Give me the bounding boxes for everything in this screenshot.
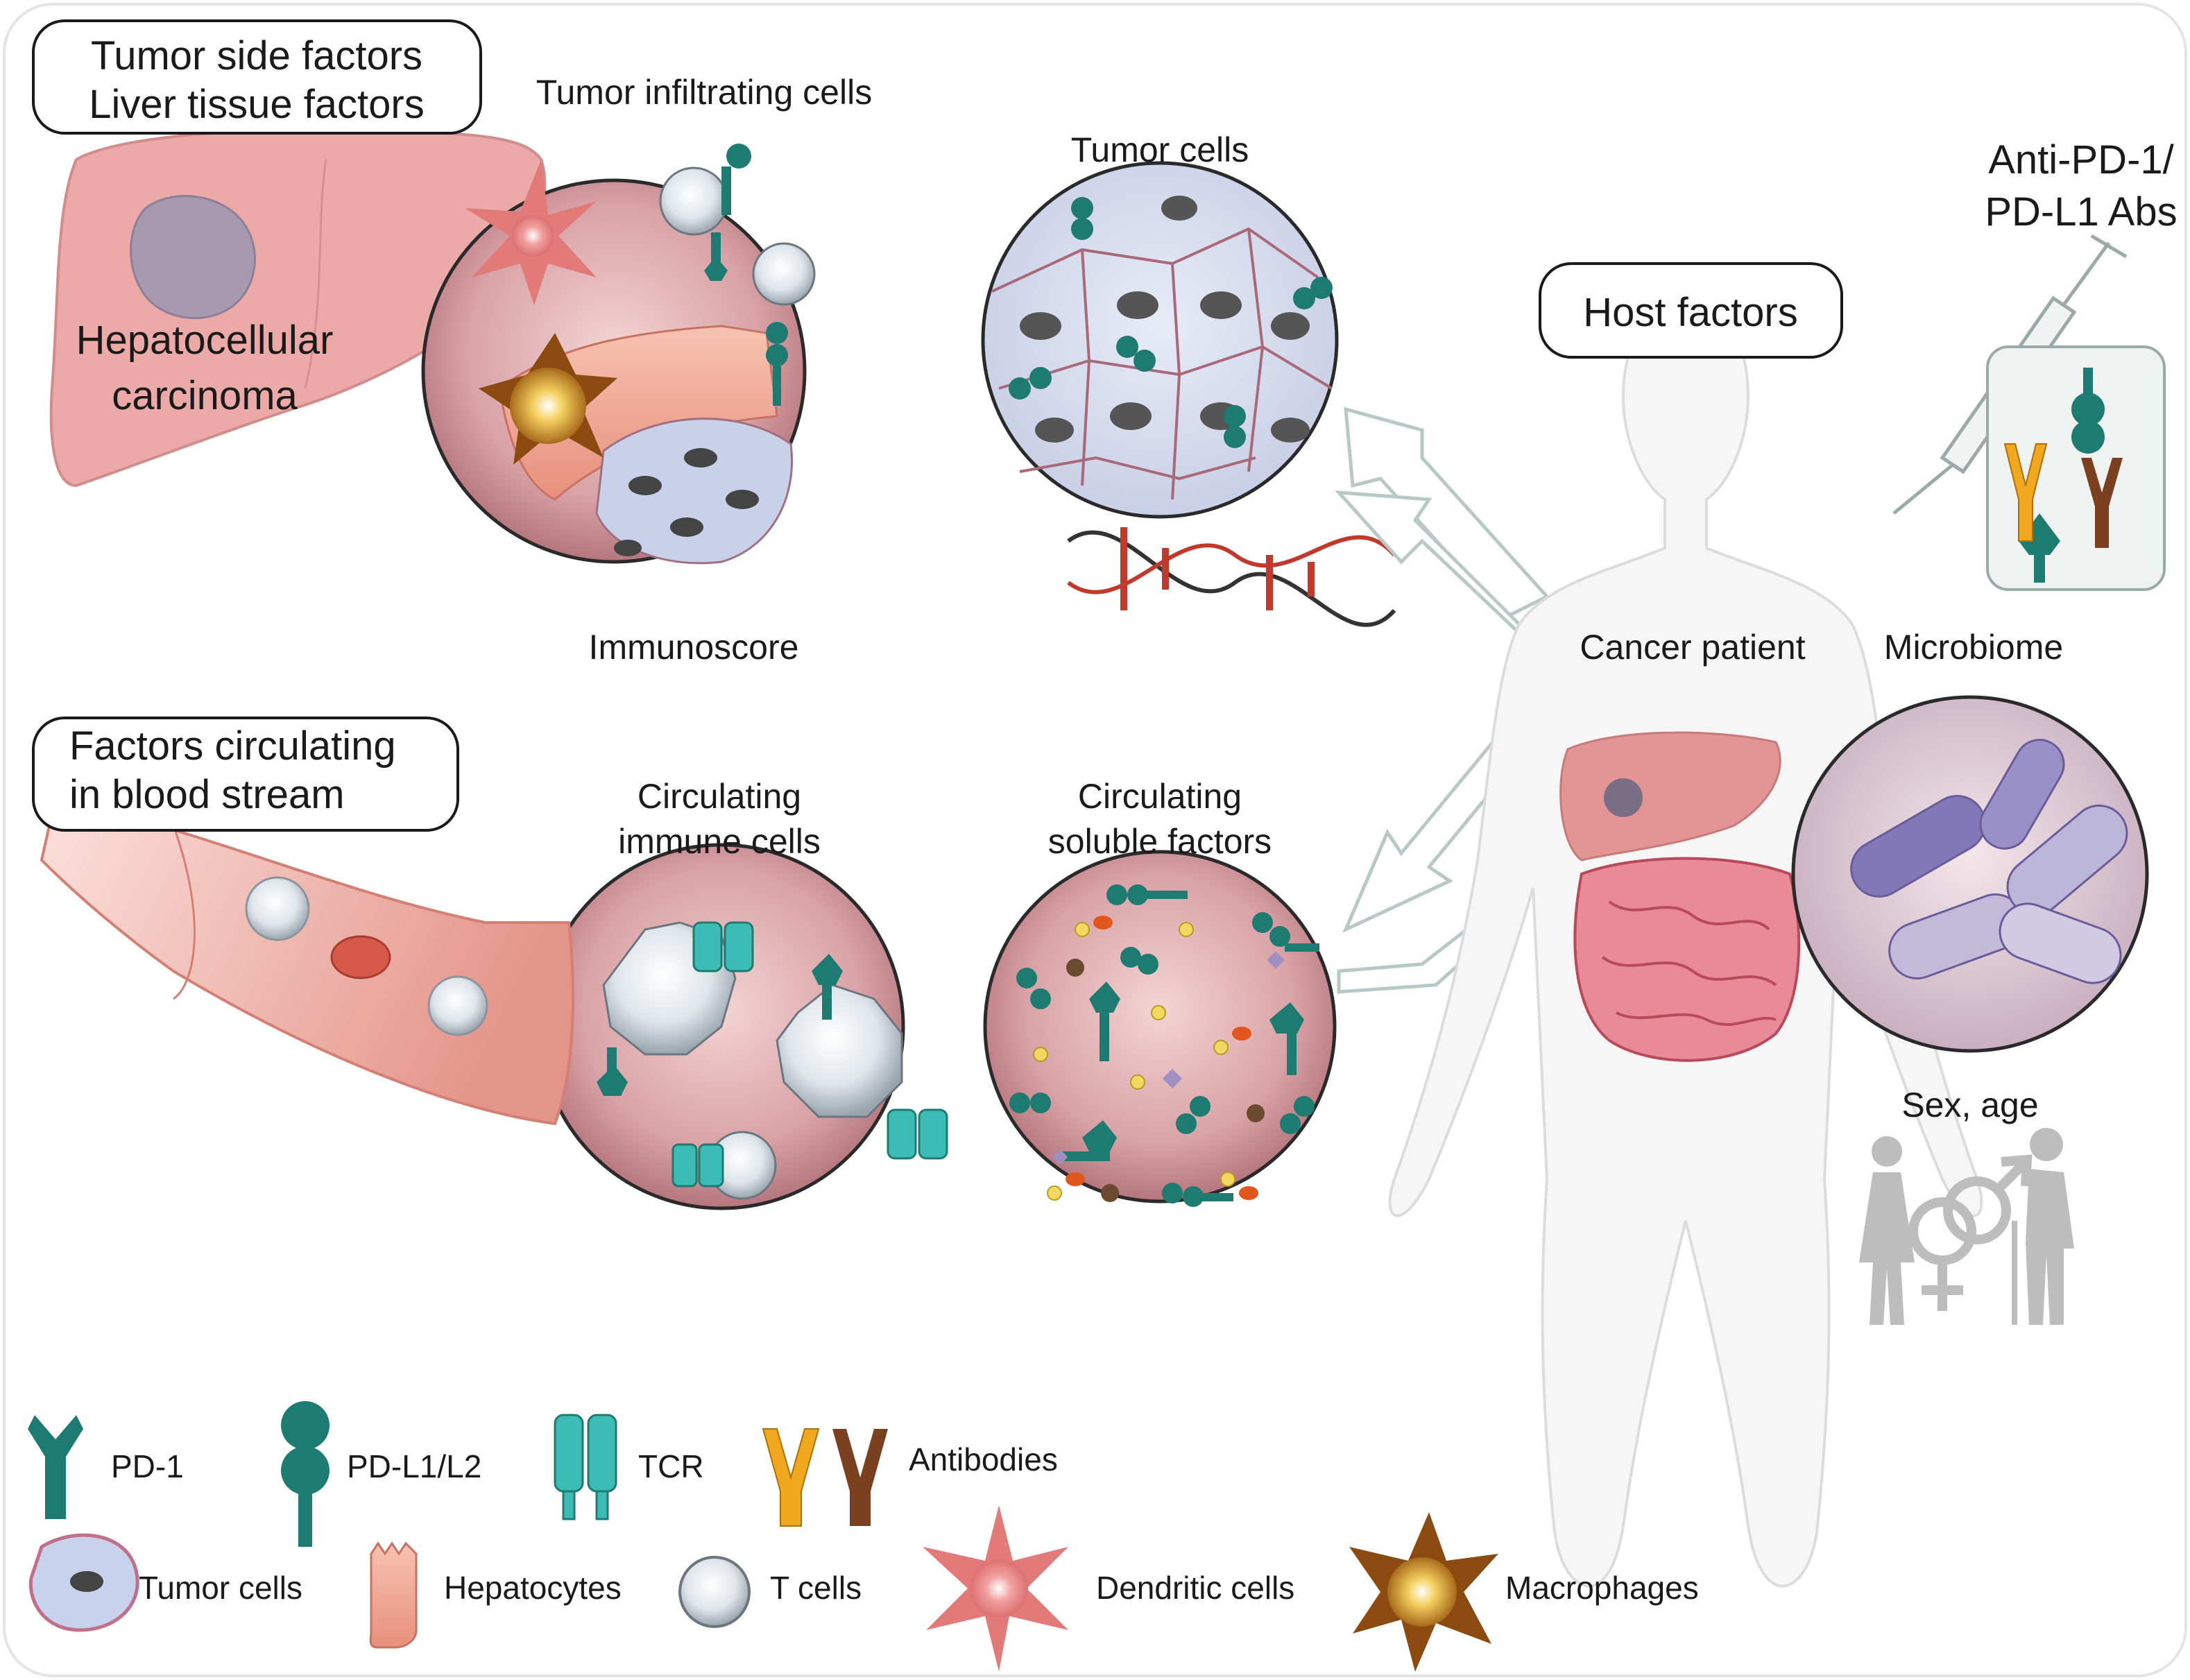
liver-illustration (49, 128, 547, 488)
dendritic-in-circle (465, 160, 597, 305)
blood-stream-box: Factors circulating in blood stream (32, 717, 459, 832)
legend-t-cells: T cells (678, 1556, 862, 1628)
hepatocyte-icon (369, 1541, 418, 1649)
tcr-icon (554, 1414, 617, 1520)
legend-pdl: PD-L1/L2 (281, 1401, 481, 1547)
hcc-line2-label: carcinoma (112, 373, 298, 418)
legend: PD-1 PD-L1/L2 TCR Antibodies (28, 1401, 1699, 1672)
legend-hepatocytes: Hepatocytes (369, 1541, 622, 1649)
t-cell-icon (678, 1556, 751, 1628)
legend-antibodies: Antibodies (762, 1428, 1058, 1527)
legend-dendritic-text: Dendritic cells (1096, 1570, 1294, 1606)
legend-tcr: TCR (554, 1414, 704, 1520)
cancer-patient-label: Cancer patient (1580, 628, 1805, 667)
tumor-infiltrating-label: Tumor infiltrating cells (536, 73, 872, 112)
blood-line1-text: Factors circulating (69, 723, 396, 769)
macrophage-in-circle (479, 333, 617, 465)
immunoscore-label: Immunoscore (589, 628, 799, 667)
circ-immune-line1-label: Circulating (638, 777, 801, 816)
tumor-cells-label: Tumor cells (1071, 130, 1249, 169)
tumor-side-box: Tumor side factors Liver tissue factors (32, 19, 482, 135)
legend-dendritic: Dendritic cells (923, 1505, 1294, 1672)
pdl-icon (281, 1401, 330, 1547)
legend-pdl-text: PD-L1/L2 (347, 1448, 481, 1484)
tumor-side-text: Tumor side factors (91, 33, 422, 78)
blood-line2-text: in blood stream (69, 772, 345, 817)
circulating-soluble-circle (983, 850, 1337, 1207)
circ-soluble-line2-label: soluble factors (1048, 822, 1272, 861)
microbiome-label: Microbiome (1884, 628, 2063, 667)
circulating-immune-circle (538, 843, 948, 1210)
legend-hepatocytes-text: Hepatocytes (444, 1570, 622, 1606)
tumor-cells-circle (981, 161, 1339, 519)
antibody-brown-icon (832, 1429, 888, 1526)
host-factors-box: Host factors (1539, 262, 1843, 359)
tumor-infiltrating-circle (421, 144, 816, 565)
dendritic-cell-icon (923, 1505, 1068, 1672)
anti-pd1-line1-label: Anti-PD-1/ (1988, 137, 2174, 182)
host-factors-text: Host factors (1583, 290, 1797, 335)
sex-age-figures (1859, 1128, 2074, 1325)
legend-pd1-text: PD-1 (111, 1448, 184, 1484)
dna-helix-icon (1067, 527, 1396, 627)
legend-pd1: PD-1 (28, 1415, 184, 1519)
antibody-box (1986, 345, 2166, 591)
blood-vessel (40, 796, 574, 1126)
hcc-line1-label: Hepatocellular (76, 318, 334, 363)
circ-immune-line2-label: immune cells (618, 822, 821, 861)
legend-antibodies-text: Antibodies (909, 1441, 1058, 1477)
legend-t-cells-text: T cells (770, 1570, 862, 1606)
human-body (1388, 296, 1983, 1588)
legend-macrophages: Macrophages (1349, 1512, 1699, 1672)
circ-soluble-line1-label: Circulating (1078, 777, 1242, 816)
anti-pd1-line2-label: PD-L1 Abs (1985, 189, 2177, 234)
legend-tumor-cells-text: Tumor cells (139, 1570, 302, 1606)
tumor-lesion (130, 195, 256, 320)
legend-tcr-text: TCR (638, 1448, 704, 1484)
macrophage-icon (1349, 1512, 1498, 1672)
legend-tumor-cells: Tumor cells (28, 1533, 302, 1632)
pd1-icon (28, 1415, 83, 1519)
liver-tissue-text: Liver tissue factors (89, 82, 425, 127)
legend-macrophages-text: Macrophages (1505, 1570, 1699, 1606)
antibody-orange-icon (762, 1428, 820, 1527)
sex-age-label: Sex, age (1901, 1086, 2038, 1124)
patient-liver (1559, 731, 1781, 862)
outer-frame (3, 3, 2187, 1677)
microbiome-circle (1791, 695, 2149, 1053)
